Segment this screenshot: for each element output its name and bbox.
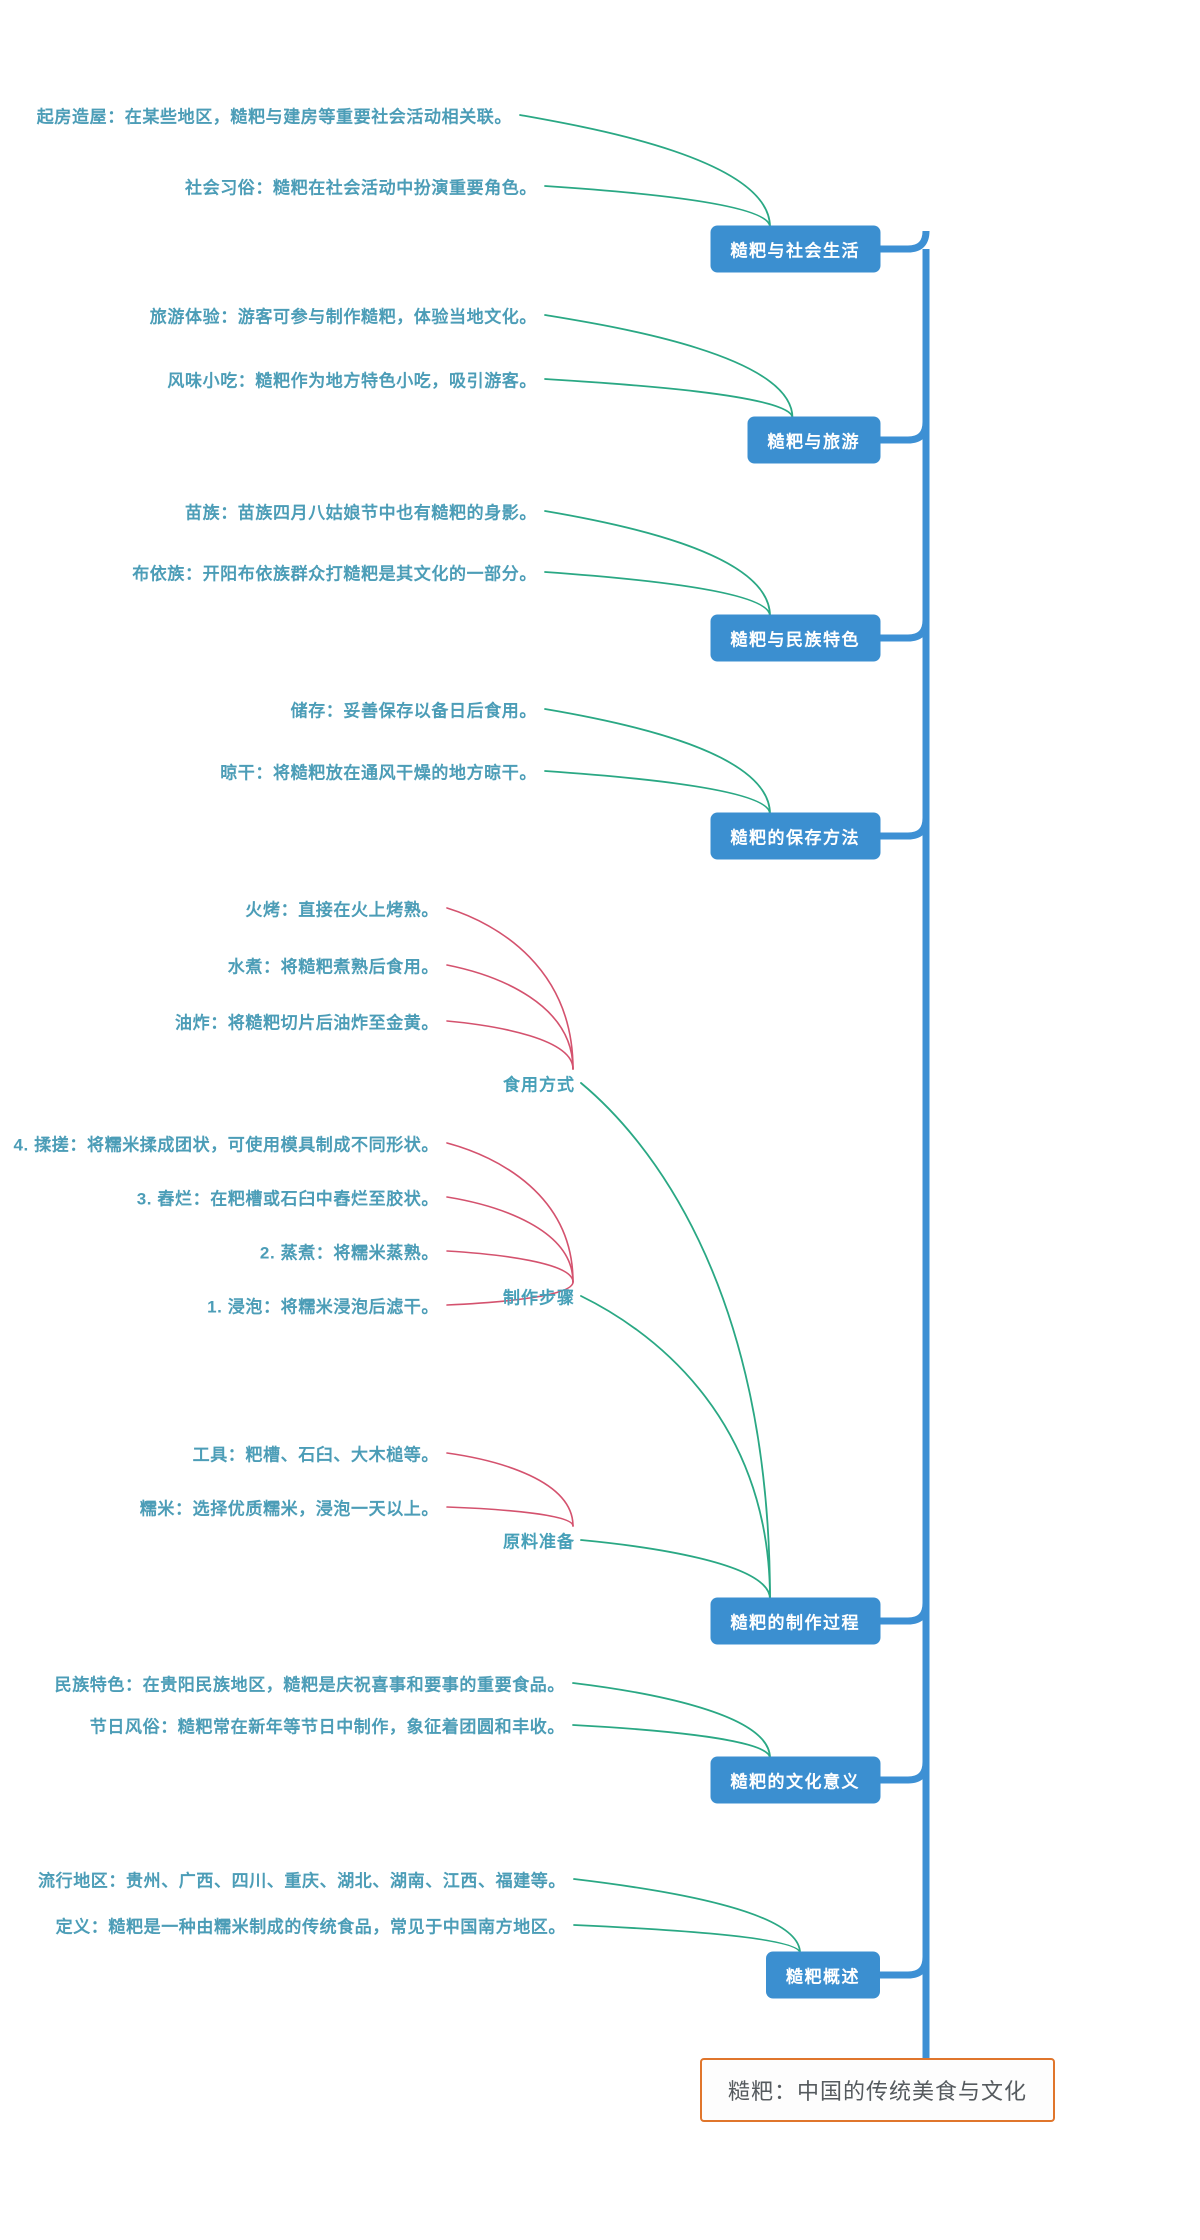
leaf-node: 民族特色：在贵阳民族地区，糙粑是庆祝喜事和要事的重要食品。	[54, 1675, 565, 1695]
subgroup-node-1[interactable]: 制作步骤	[503, 1288, 575, 1308]
leaf-node: 布依族：开阳布依族群众打糙粑是其文化的一部分。	[132, 564, 537, 584]
leaf-node: 2. 蒸煮：将糯米蒸熟。	[259, 1243, 439, 1263]
leaf-node: 油炸：将糙粑切片后油炸至金黄。	[175, 1013, 439, 1033]
root-node[interactable]: 糙粑：中国的传统美食与文化	[700, 2058, 1056, 2122]
leaf-node: 晾干：将糙粑放在通风干燥的地方晾干。	[220, 763, 537, 783]
subgroup-node-2[interactable]: 原料准备	[503, 1532, 575, 1552]
leaf-node: 旅游体验：游客可参与制作糙粑，体验当地文化。	[149, 307, 537, 327]
leaf-node: 储存：妥善保存以备日后食用。	[290, 701, 537, 721]
leaf-node: 定义：糙粑是一种由糯米制成的传统食品，常见于中国南方地区。	[55, 1917, 566, 1937]
leaf-node: 社会习俗：糙粑在社会活动中扮演重要角色。	[185, 178, 537, 198]
leaf-node: 流行地区：贵州、广西、四川、重庆、湖北、湖南、江西、福建等。	[38, 1871, 566, 1891]
branch-node-social[interactable]: 糙粑与社会生活	[710, 225, 880, 273]
leaf-node: 4. 揉搓：将糯米揉成团状，可使用模具制成不同形状。	[13, 1135, 439, 1155]
branch-node-preserve[interactable]: 糙粑的保存方法	[710, 812, 880, 860]
leaf-node: 苗族：苗族四月八姑娘节中也有糙粑的身影。	[185, 503, 537, 523]
leaf-node: 3. 舂烂：在粑槽或石臼中舂烂至胶状。	[136, 1189, 439, 1209]
leaf-node: 工具：粑槽、石臼、大木槌等。	[192, 1445, 439, 1465]
leaf-node: 水煮：将糙粑煮熟后食用。	[227, 957, 439, 977]
leaf-node: 1. 浸泡：将糯米浸泡后滤干。	[207, 1297, 439, 1317]
subgroup-node-0[interactable]: 食用方式	[503, 1075, 575, 1095]
branch-node-culture[interactable]: 糙粑的文化意义	[710, 1756, 880, 1804]
leaf-node: 火烤：直接在火上烤熟。	[245, 900, 439, 920]
leaf-node: 节日风俗：糙粑常在新年等节日中制作，象征着团圆和丰收。	[89, 1717, 565, 1737]
branch-node-tourism[interactable]: 糙粑与旅游	[747, 416, 880, 464]
branch-node-process[interactable]: 糙粑的制作过程	[710, 1597, 880, 1645]
leaf-node: 风味小吃：糙粑作为地方特色小吃，吸引游客。	[167, 371, 537, 391]
leaf-node: 糯米：选择优质糯米，浸泡一天以上。	[139, 1499, 439, 1519]
branch-node-overview[interactable]: 糙粑概述	[766, 1951, 880, 1999]
branch-node-ethnic[interactable]: 糙粑与民族特色	[710, 614, 880, 662]
leaf-node: 起房造屋：在某些地区，糙粑与建房等重要社会活动相关联。	[36, 107, 512, 127]
